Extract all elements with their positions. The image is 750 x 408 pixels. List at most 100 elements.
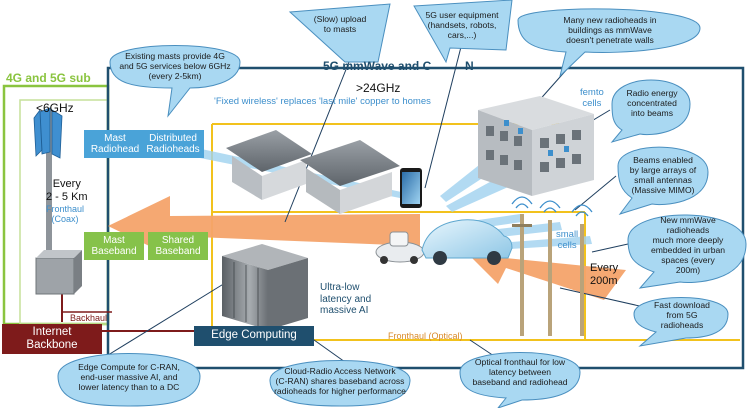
user-equipment-line1: 5G user equipment: [425, 9, 499, 20]
house-1-wall: [232, 156, 262, 200]
phone-screen: [402, 172, 420, 204]
existing-masts-line3: (every 2-5km): [148, 71, 202, 82]
pointer-fast-download: [559, 287, 645, 308]
callout-radio-energy: [610, 79, 691, 143]
cran-line2: (C-RAN) shares baseband across: [275, 375, 405, 386]
robot-wheel-2: [410, 256, 418, 264]
femto-label: femto cells: [580, 87, 604, 110]
user-equipment-line2: (handsets, robots,: [427, 19, 497, 30]
pole-1-arm: [512, 224, 532, 227]
mmwave-title: 5G mmWave and C: [323, 59, 432, 73]
fronthaul-optical-label: Fronthaul (Optical): [388, 331, 463, 341]
fronthaul-coax-line1: Fronthaul: [46, 204, 85, 214]
mmwave-band-label: >24GHz: [356, 81, 401, 95]
pointer-edge-compute: [99, 279, 231, 361]
edge-datacenter: [222, 244, 308, 330]
fast-download-line1: Fast download: [654, 299, 710, 310]
ultra-low-line3: massive AI: [320, 305, 369, 316]
house-2-front: [340, 172, 392, 214]
fronthaul-coax-line2: (Coax): [51, 214, 79, 225]
callout-radioheads-buildings: [517, 8, 701, 78]
femto-antennas: [504, 120, 569, 156]
mast-radiohead-line1: Mast: [104, 132, 126, 144]
callout-user-equipment: [413, 0, 513, 64]
edge-compute-line2: end-user massive AI, and: [80, 371, 178, 382]
callout-new-mmwave: [627, 214, 747, 289]
new-mmwave-line2: radioheads: [666, 224, 710, 235]
fixed-wireless-label: 'Fixed wireless' replaces 'last mile' co…: [214, 96, 431, 107]
box-mast-radiohead: [84, 130, 146, 158]
every-200m-label: Every 200m: [590, 262, 618, 287]
new-mmwave-line3: much more deeply: [652, 234, 724, 245]
pointer-beams: [574, 175, 617, 211]
car-body: [421, 219, 513, 259]
every-2-5km-line1: Every: [52, 178, 81, 190]
fronthaul-coax-label: Fronthaul (Coax): [46, 204, 84, 225]
mmwave-region: [106, 66, 745, 370]
rack-top: [222, 244, 308, 270]
optical-fronthaul-line3: baseband and radiohead: [472, 377, 568, 388]
fast-download-line3: radioheads: [660, 320, 704, 331]
house-1-front: [262, 160, 306, 200]
existing-masts-line1: Existing masts provide 4G: [125, 50, 225, 61]
component-boxes: [2, 130, 314, 354]
small-cell-poles: [511, 196, 593, 336]
edge-computing-label: Edge Computing: [211, 329, 297, 342]
box-mast-baseband: [84, 232, 144, 260]
car-wheel-1: [433, 251, 447, 265]
every-2-5km-line2: 2 - 5 Km: [46, 190, 88, 203]
mast-cabinet-side: [74, 250, 82, 294]
radio-energy-line3: into beams: [630, 108, 674, 119]
car-wheel-2: [487, 251, 501, 265]
uplink-arrow: [108, 196, 420, 256]
small-cell-waves: [511, 196, 593, 217]
radio-energy-line1: Radio energy: [626, 87, 678, 98]
edge-compute-line1: Edge Compute for C-RAN,: [78, 361, 180, 372]
new-mmwave-line5: spaces (every: [661, 255, 715, 266]
distributed-radioheads-line2: Radioheads: [146, 144, 200, 155]
beams-enabled-line3: small antennas: [634, 175, 692, 185]
fast-download-line2: from 5G: [666, 309, 698, 320]
existing-masts-line2: and 5G services below 6GHz: [119, 60, 231, 71]
pointer-slow-upload: [284, 46, 356, 223]
mmwave-title-tail: N: [465, 59, 474, 73]
mmwave-frame: [106, 66, 745, 370]
building-windows: [486, 126, 581, 172]
callout-user-equipment-text: 5G user equipment(handsets, robots,cars,…: [416, 5, 508, 45]
pointer-new-mmwave: [591, 243, 629, 253]
mast-tower: [33, 107, 82, 295]
ultra-low-line2: latency and: [320, 293, 372, 305]
beams-enabled-line1: Beams enabled: [633, 154, 693, 165]
mast-baseband-line2: Baseband: [91, 246, 137, 257]
small-cells-line1: small: [556, 229, 579, 240]
new-mmwave-line1: New mmWave: [660, 214, 716, 225]
internet-backbone-line1: Internet: [32, 325, 72, 338]
ultra-low-latency-label: Ultra-low latency and massive AI: [320, 282, 371, 317]
robot: [375, 231, 425, 264]
mast-cabinet: [35, 257, 75, 295]
pole-1: [520, 214, 524, 336]
new-mmwave-line6: 200m): [675, 265, 701, 276]
callout-edge-compute-text: Edge Compute for C-RAN,end-user massive …: [60, 356, 198, 398]
robot-wheel-1: [380, 256, 388, 264]
office-building: [478, 96, 594, 196]
backhaul-label: Backhaul: [70, 313, 108, 323]
sub6-band-label: <6GHz: [36, 101, 74, 115]
cran-line3: radioheads for higher performance: [274, 386, 406, 397]
callout-optical-fronthaul: [459, 352, 581, 408]
box-shared-baseband: [148, 232, 208, 260]
femto-label-line1: femto: [580, 87, 604, 98]
callout-shapes: [57, 0, 747, 408]
robot-head: [389, 231, 409, 247]
every-2-5km-label: Every 2 - 5 Km: [46, 178, 88, 203]
cran-line1: Cloud-Radio Access Network: [284, 365, 396, 376]
